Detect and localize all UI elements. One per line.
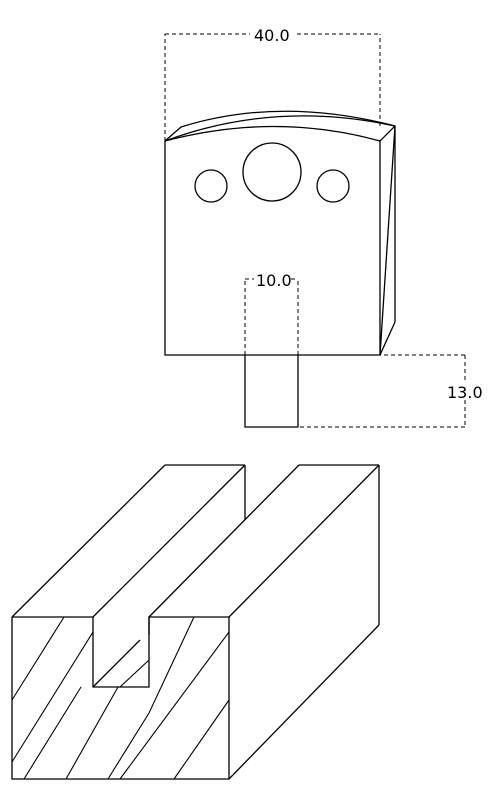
part-front-view xyxy=(164,110,396,428)
slotted-block-view xyxy=(11,464,380,780)
plate-outline xyxy=(164,115,396,356)
hole-left xyxy=(194,169,228,203)
plate-top-front-curve xyxy=(164,125,381,142)
dimension-tab-height: 13.0 xyxy=(300,354,483,428)
hole-center xyxy=(242,142,302,202)
dimension-width-label: 40.0 xyxy=(254,26,290,45)
plate-top-right-bevel xyxy=(379,125,396,142)
dimension-width: 40.0 xyxy=(164,26,381,141)
dimension-tab-label: 13.0 xyxy=(447,383,483,402)
plate-right-bottom-bevel xyxy=(379,321,396,356)
dimension-slot-width: 10.0 xyxy=(244,271,299,355)
section-hatching xyxy=(11,616,230,780)
block-front-face xyxy=(11,616,230,780)
dimension-slot-label: 10.0 xyxy=(256,271,292,290)
hole-right xyxy=(316,169,350,203)
tab-outline xyxy=(244,355,299,428)
plate-top-edge xyxy=(164,110,396,142)
